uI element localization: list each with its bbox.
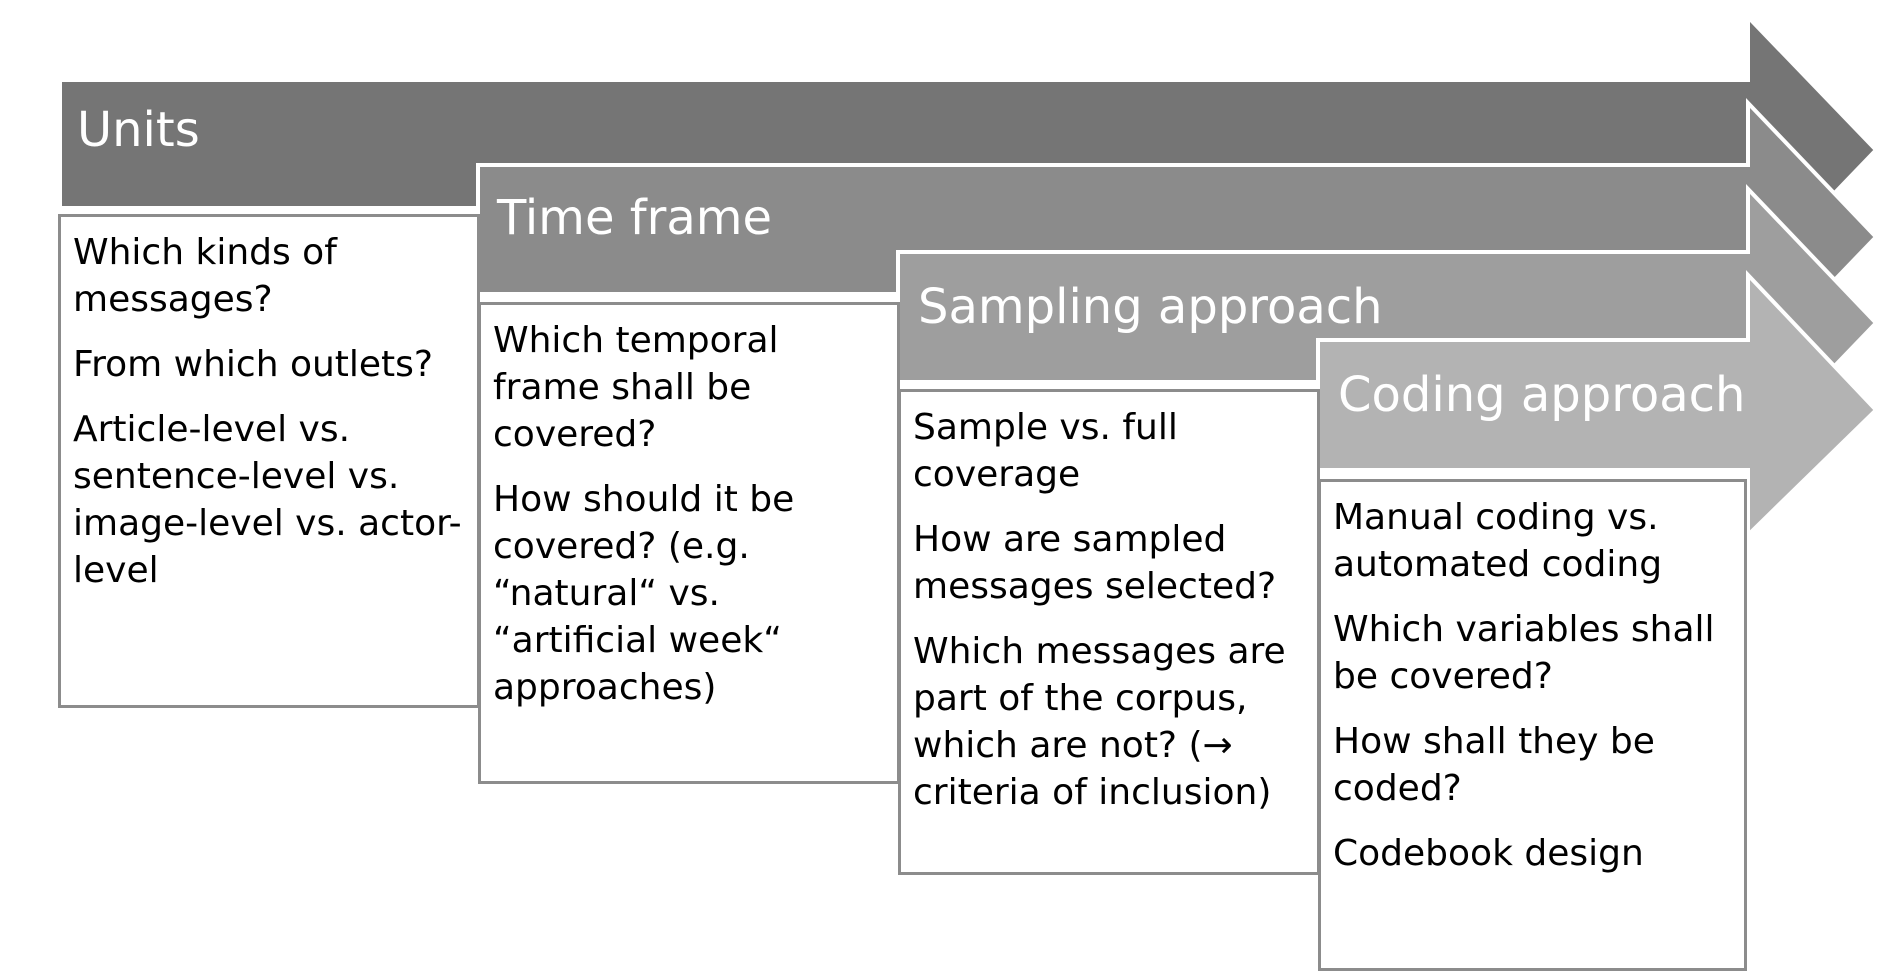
- stage-item: Which kinds of messages?: [73, 232, 337, 320]
- arrow-coding-approach: [1316, 269, 1879, 540]
- stage-title-units: Units: [77, 102, 200, 158]
- stage-item: Sample vs. full coverage: [913, 407, 1178, 495]
- stage-item: Which temporal frame shall be covered?: [493, 320, 779, 455]
- stage-item: Article-level vs. sentence-level vs. ima…: [73, 409, 462, 591]
- stage-item: How should it be covered? (e.g. “natural…: [493, 479, 795, 708]
- stage-item: Which messages are part of the corpus, w…: [913, 631, 1286, 813]
- stage-box-units: Which kinds of messages? From which outl…: [58, 214, 480, 708]
- stage-item: How are sampled messages selected?: [913, 519, 1277, 607]
- stage-item: Manual coding vs. automated coding: [1333, 497, 1663, 585]
- stage-item: Which variables shall be covered?: [1333, 609, 1715, 697]
- stage-title-time-frame: Time frame: [497, 190, 773, 246]
- stage-box-time-frame: Which temporal frame shall be covered? H…: [478, 302, 900, 784]
- stage-box-sampling-approach: Sample vs. full coverage How are sampled…: [898, 389, 1320, 875]
- stage-item: Codebook design: [1333, 833, 1644, 874]
- stage-title-coding-approach: Coding approach: [1338, 367, 1746, 423]
- stage-box-coding-approach: Manual coding vs. automated coding Which…: [1318, 479, 1747, 971]
- stage-item: From which outlets?: [73, 344, 434, 385]
- stage-item: How shall they be coded?: [1333, 721, 1655, 809]
- stage-title-sampling-approach: Sampling approach: [918, 279, 1383, 335]
